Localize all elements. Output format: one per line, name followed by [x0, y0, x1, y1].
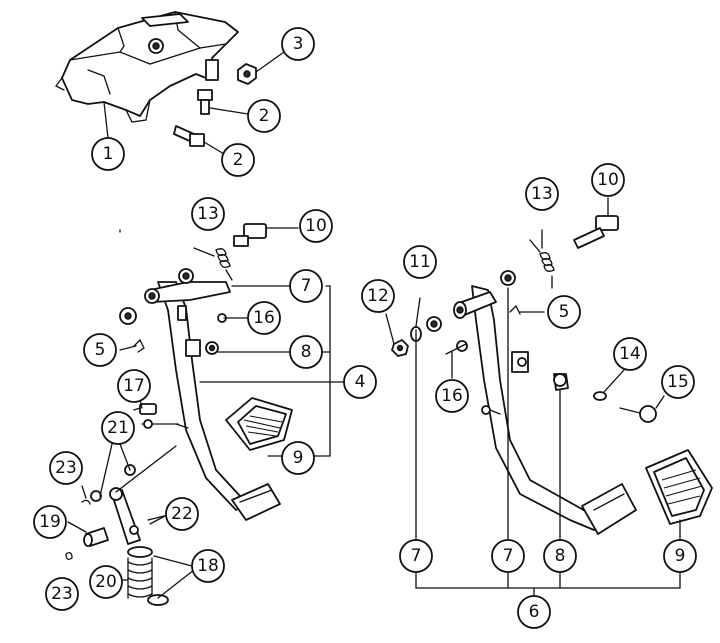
clip-23-bottom-part — [65, 552, 73, 560]
callout-10-right: 10 — [591, 163, 625, 197]
callout-23-top: 23 — [49, 451, 83, 485]
pedal-pad-right-part — [581, 449, 713, 535]
svg-text:8: 8 — [555, 546, 566, 566]
svg-text:6: 6 — [529, 602, 540, 622]
switch-bracket-right-part — [511, 351, 569, 391]
svg-text:9: 9 — [675, 546, 686, 566]
svg-text:19: 19 — [39, 512, 61, 532]
svg-text:16: 16 — [441, 386, 463, 406]
clutch-pedal-arm-part — [157, 281, 247, 511]
svg-text:18: 18 — [197, 556, 219, 576]
callout-14: 14 — [613, 337, 647, 371]
bushing-19-part — [83, 527, 109, 547]
svg-text:13: 13 — [531, 184, 553, 204]
callout-16-right: 16 — [435, 379, 469, 413]
bolt-2-bottom-part — [173, 125, 225, 155]
svg-text:9: 9 — [293, 448, 304, 468]
svg-text:14: 14 — [619, 344, 641, 364]
callout-6: 6 — [517, 595, 551, 629]
callout-7-left: 7 — [289, 269, 323, 303]
callout-15: 15 — [661, 365, 695, 399]
bushing-right-part — [426, 270, 516, 332]
svg-text:7: 7 — [503, 546, 514, 566]
right-leader-lines — [415, 287, 681, 597]
spring-13-right-part — [529, 229, 555, 289]
washer-14-part — [593, 369, 625, 401]
svg-text:10: 10 — [305, 216, 327, 236]
callout-20: 20 — [89, 565, 123, 599]
callout-10-left: 10 — [299, 209, 333, 243]
callout-17: 17 — [117, 369, 151, 403]
pedal-pivot-tube-right-part — [453, 291, 497, 319]
callout-2-top: 2 — [247, 99, 281, 133]
callout-12: 12 — [361, 279, 395, 313]
callout-23-bottom: 23 — [45, 577, 79, 611]
nut-3-part — [237, 51, 285, 85]
svg-text:23: 23 — [55, 458, 77, 478]
callout-13-right: 13 — [525, 177, 559, 211]
callout-13-left: 13 — [191, 197, 225, 231]
callout-8-right: 8 — [543, 539, 577, 573]
svg-text:10: 10 — [597, 170, 619, 190]
svg-text:22: 22 — [171, 504, 193, 524]
bolt-10-left-part — [233, 223, 299, 247]
svg-text:20: 20 — [95, 572, 117, 592]
pedal-pad-left-part — [225, 397, 293, 521]
svg-text:17: 17 — [123, 376, 145, 396]
bushing-left-part — [119, 268, 194, 325]
bolt-15-part — [619, 395, 665, 423]
callout-5-right: 5 — [547, 295, 581, 329]
bolt-2-top-part — [197, 89, 249, 115]
svg-text:11: 11 — [409, 252, 431, 272]
callout-7-right-b: 7 — [491, 539, 525, 573]
svg-text:2: 2 — [259, 106, 270, 126]
svg-text:7: 7 — [301, 276, 312, 296]
bolt-10-right-part — [573, 197, 619, 249]
svg-text:15: 15 — [667, 372, 689, 392]
svg-text:16: 16 — [253, 308, 275, 328]
callout-7-right-a: 7 — [399, 539, 433, 573]
svg-text:7: 7 — [411, 546, 422, 566]
brake-pedal-arm-part — [471, 285, 601, 531]
callout-21: 21 — [101, 411, 135, 445]
callout-19: 19 — [33, 505, 67, 539]
svg-text:13: 13 — [197, 204, 219, 224]
callout-18: 18 — [191, 549, 225, 583]
pedal-pivot-tube-left-part — [144, 281, 231, 304]
callout-9-left: 9 — [281, 441, 315, 475]
spring-20-part — [127, 546, 169, 606]
bolt-17-part — [133, 403, 157, 415]
svg-text:2: 2 — [233, 150, 244, 170]
clip-5-right-part — [509, 304, 545, 315]
spring-13-left-part — [193, 247, 233, 281]
callout-22: 22 — [165, 497, 199, 531]
svg-text:4: 4 — [355, 372, 366, 392]
callout-4: 4 — [343, 365, 377, 399]
callout-16-left: 16 — [247, 301, 281, 335]
callout-3: 3 — [281, 27, 315, 61]
bolt-16-left-part — [217, 313, 251, 323]
svg-text:12: 12 — [367, 286, 389, 306]
callout-11: 11 — [403, 245, 437, 279]
svg-text:5: 5 — [95, 340, 106, 360]
svg-text:3: 3 — [293, 34, 304, 54]
svg-text:23: 23 — [51, 584, 73, 604]
svg-text:21: 21 — [107, 418, 129, 438]
svg-text:5: 5 — [559, 302, 570, 322]
pedal-bracket-part — [55, 11, 239, 123]
clip-5-left-part — [119, 338, 145, 353]
callout-8-left: 8 — [289, 335, 323, 369]
svg-text:1: 1 — [103, 144, 114, 164]
callout-2-bottom: 2 — [221, 143, 255, 177]
switch-bracket-left-part — [177, 305, 219, 357]
callout-9-right: 9 — [663, 539, 697, 573]
svg-text:8: 8 — [301, 342, 312, 362]
callout-1: 1 — [91, 137, 125, 171]
bolt-16-right-part — [445, 340, 468, 379]
left-leader-lines — [67, 229, 345, 599]
nut-12-part — [385, 313, 409, 357]
callout-5-left: 5 — [83, 333, 117, 367]
